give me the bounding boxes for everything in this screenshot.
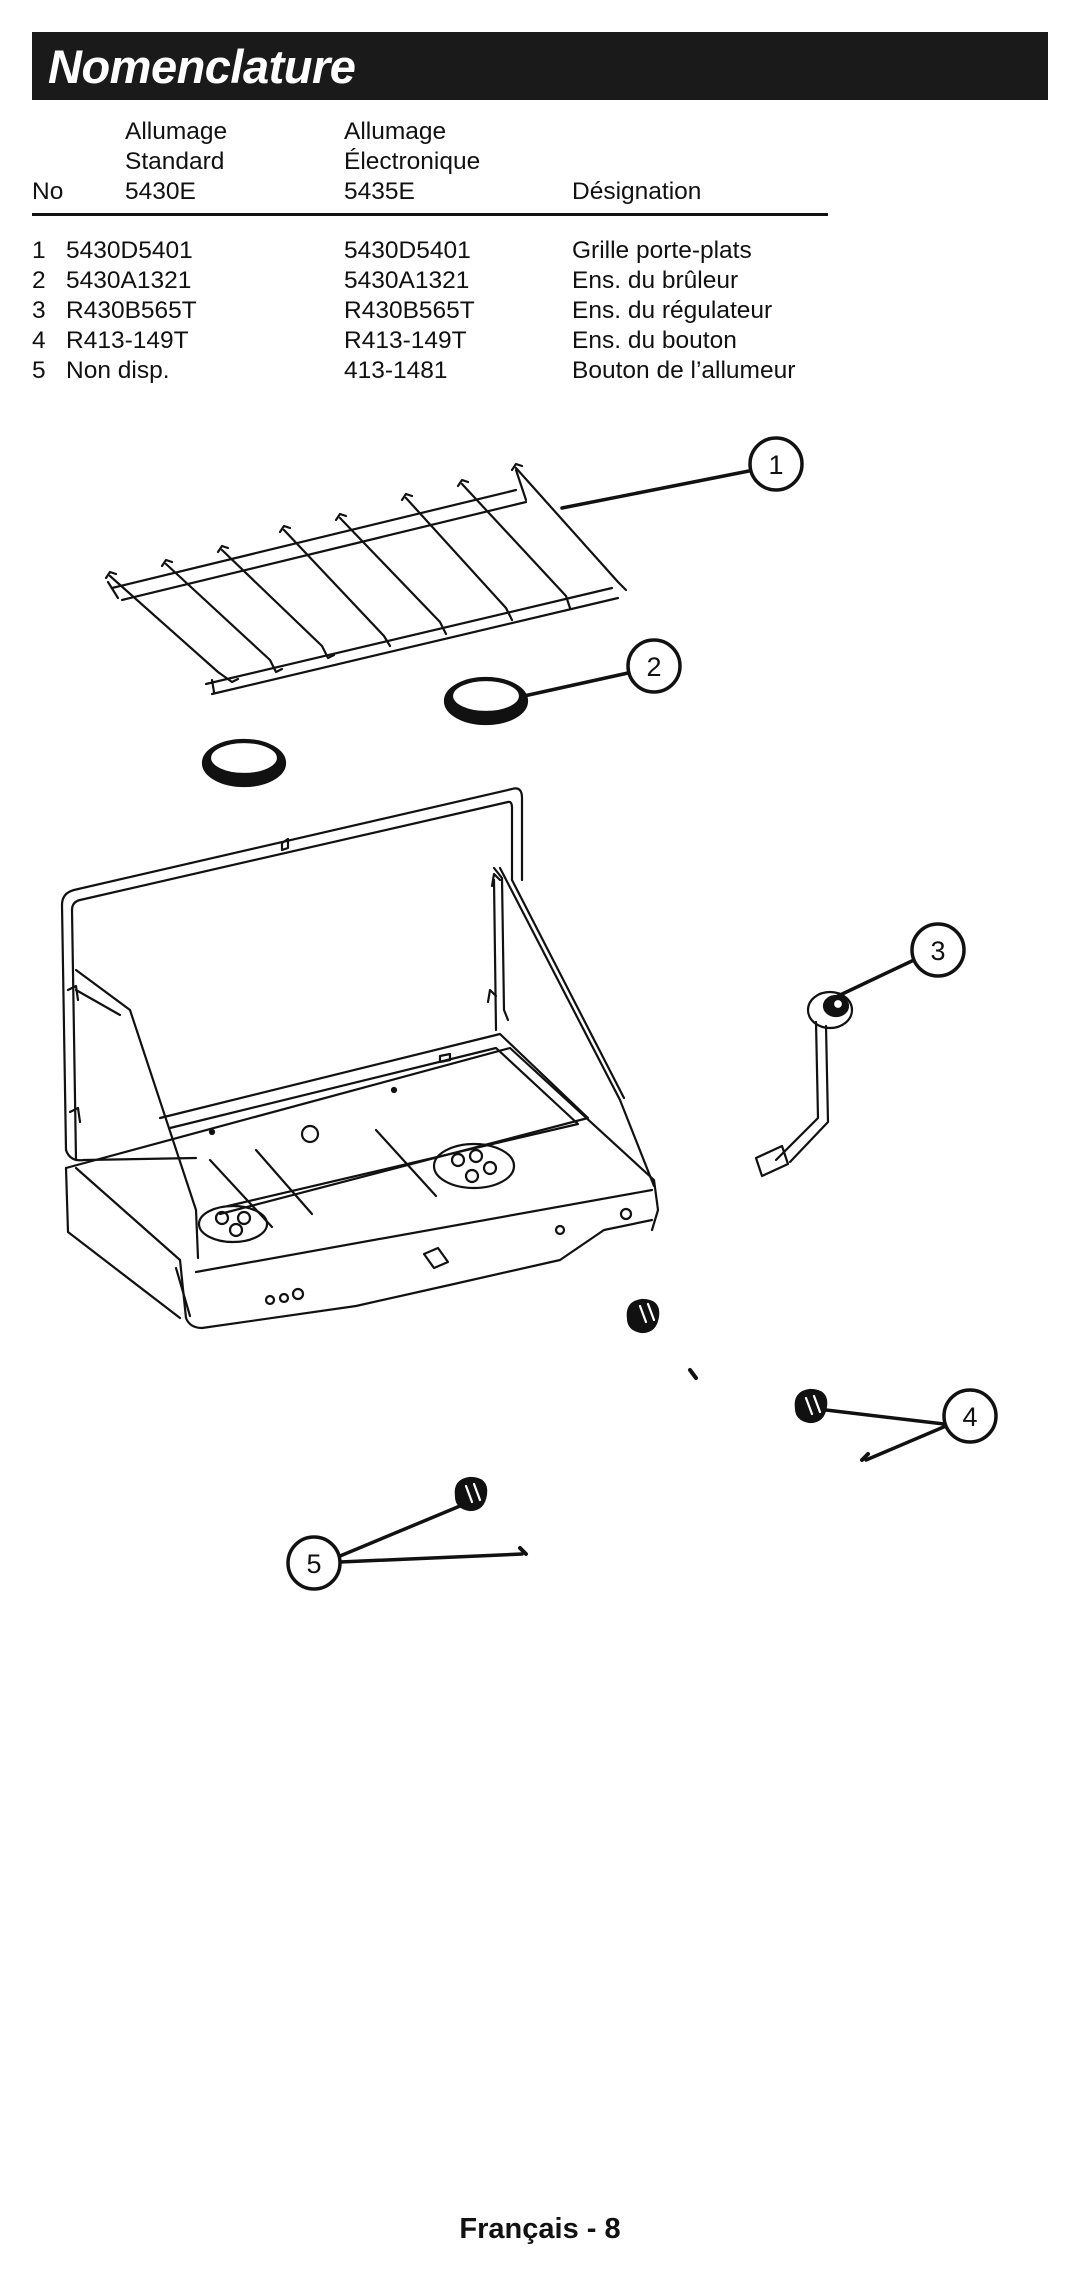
header-electronic-model: 5435E xyxy=(344,178,415,205)
regulator-illustration xyxy=(754,990,854,1178)
header-designation: Désignation xyxy=(572,178,702,205)
header-no: No xyxy=(32,178,64,205)
row-1-no: 1 xyxy=(32,237,46,264)
row-2-no: 2 xyxy=(32,267,46,294)
row-1-designation: Grille porte-plats xyxy=(572,237,752,264)
header-electronic-line2: Électronique xyxy=(344,148,481,175)
row-4-electronic: R413-149T xyxy=(344,327,467,354)
callout-4: 4 xyxy=(824,1388,998,1462)
header-standard-model: 5430E xyxy=(125,178,196,205)
callout-1-number: 1 xyxy=(768,450,783,480)
row-3-standard: R430B565T xyxy=(66,297,197,324)
row-5-designation: Bouton de l’allumeur xyxy=(572,357,796,384)
header-rule xyxy=(32,213,828,216)
grate-illustration xyxy=(104,462,628,696)
header-standard-line2: Standard xyxy=(125,148,225,175)
header-electronic-line1: Allumage xyxy=(344,118,447,145)
header-standard-line1: Allumage xyxy=(125,118,228,145)
row-4-designation: Ens. du bouton xyxy=(572,327,737,354)
page-title: Nomenclature xyxy=(48,40,356,93)
callout-4-number: 4 xyxy=(962,1402,977,1432)
row-3-electronic: R430B565T xyxy=(344,297,475,324)
callout-5-number: 5 xyxy=(306,1549,321,1579)
row-3-designation: Ens. du régulateur xyxy=(572,297,773,324)
row-2-electronic: 5430A1321 xyxy=(344,267,470,294)
callout-3-number: 3 xyxy=(930,936,945,966)
callout-2-number: 2 xyxy=(646,652,661,682)
row-5-no: 5 xyxy=(32,357,46,384)
row-1-standard: 5430D5401 xyxy=(66,237,193,264)
row-1-electronic: 5430D5401 xyxy=(344,237,471,264)
page-footer: Français - 8 xyxy=(459,2213,621,2245)
row-5-standard: Non disp. xyxy=(66,357,170,384)
row-4-no: 4 xyxy=(32,327,46,354)
stove-illustration xyxy=(60,787,660,1330)
row-2-designation: Ens. du brûleur xyxy=(572,267,739,294)
knobs-illustration xyxy=(454,1298,870,1556)
row-2-standard: 5430A1321 xyxy=(66,267,192,294)
row-4-standard: R413-149T xyxy=(66,327,189,354)
callout-3: 3 xyxy=(836,922,966,998)
callout-5: 5 xyxy=(286,1504,524,1591)
callout-2: 2 xyxy=(522,638,682,698)
row-3-no: 3 xyxy=(32,297,46,324)
row-5-electronic: 413-1481 xyxy=(344,357,448,384)
title-bar: Nomenclature xyxy=(32,32,1048,100)
burner-caps-illustration xyxy=(201,676,529,788)
callout-1: 1 xyxy=(560,436,804,510)
